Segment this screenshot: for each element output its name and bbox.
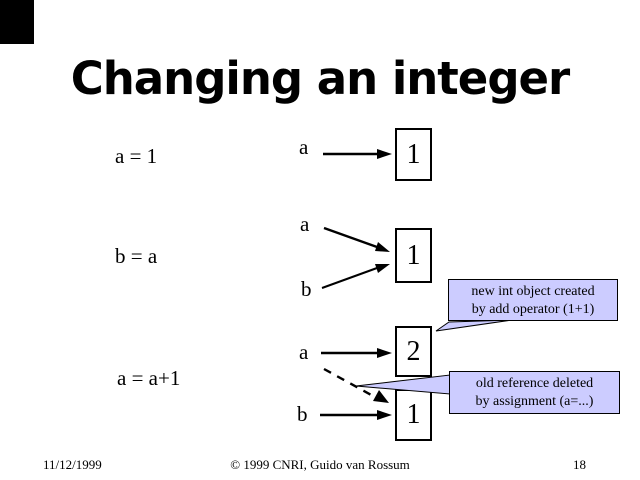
annotation-old-ref-line1: old reference deleted [475, 376, 594, 391]
arrowhead-old-reference [373, 390, 389, 403]
annotation-new-int-object: new int object created by add operator (… [448, 279, 618, 321]
callout-tail-new-int [435, 319, 513, 332]
variable-label-a-row1: a [299, 135, 309, 159]
variable-label-a-row3: a [299, 340, 309, 364]
int-object-box-row2: 1 [395, 228, 432, 283]
dashed-arrow-old-reference [323, 367, 374, 398]
arrowhead-row2-a [375, 242, 390, 252]
expression-a-equals-1: a = 1 [115, 144, 158, 168]
corner-mark [0, 0, 34, 44]
annotation-new-int-line1: new int object created [471, 284, 595, 299]
arrowhead-row1-a [377, 149, 392, 159]
variable-label-b-row2: b [301, 277, 312, 301]
footer-copyright: © 1999 CNRI, Guido van Rossum [230, 457, 410, 472]
arrowhead-row3-a [377, 348, 392, 358]
footer-date: 11/12/1999 [43, 457, 102, 472]
int-object-box-row3-new: 2 [395, 326, 432, 377]
annotation-old-ref-line2: by assignment (a=...) [475, 394, 594, 409]
annotation-old-reference: old reference deleted by assignment (a=.… [449, 371, 620, 414]
variable-label-a-row2: a [300, 212, 310, 236]
footer-page-number: 18 [573, 457, 586, 472]
arrow-row2-b [321, 267, 378, 289]
int-object-box-row3-old: 1 [395, 389, 432, 441]
variable-label-b-row3: b [297, 402, 308, 426]
slide-title: Changing an integer [70, 52, 571, 105]
int-object-box-row1: 1 [395, 128, 432, 181]
arrowhead-row3-b [377, 410, 392, 420]
expression-b-equals-a: b = a [115, 244, 158, 268]
expression-a-equals-a-plus-1: a = a+1 [117, 366, 181, 390]
arrow-row2-a [323, 226, 378, 249]
arrowhead-row2-b [375, 264, 390, 273]
annotation-new-int-line2: by add operator (1+1) [471, 302, 595, 317]
